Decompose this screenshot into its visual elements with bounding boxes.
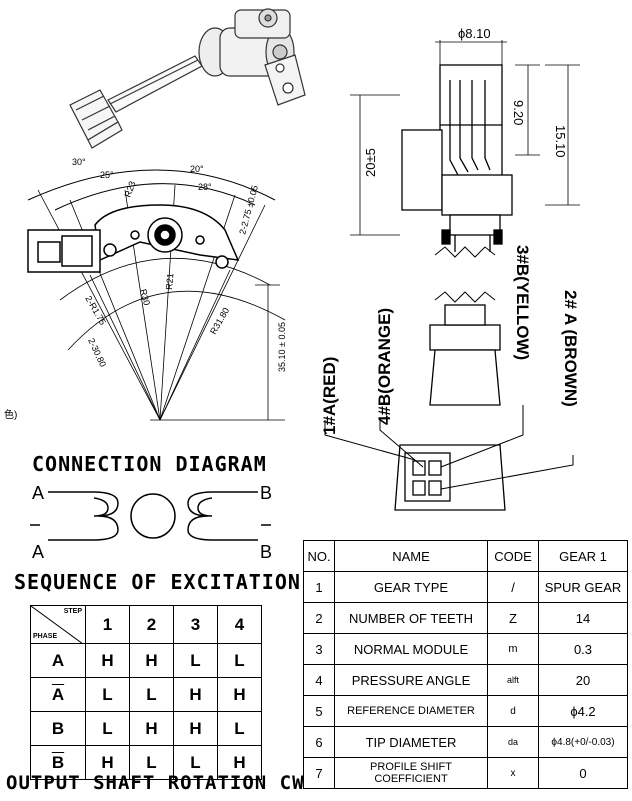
spec-value: ϕ4.2 [538, 695, 628, 727]
coil-label-b-bottom: B [260, 542, 272, 562]
coil-label-a-top: A [32, 483, 44, 503]
col-header-name: NAME [334, 540, 488, 572]
phase-label-bar: B [30, 745, 86, 780]
dim-2-30-80: 2-30.80 [86, 337, 108, 369]
spec-code: da [487, 726, 539, 758]
dim-angle-30: 30° [72, 157, 86, 167]
seq-cell: H [173, 677, 218, 712]
spec-name: TIP DIAMETER [334, 726, 488, 758]
spec-code: alft [487, 664, 539, 696]
spec-value: 14 [538, 602, 628, 634]
spec-value: 20 [538, 664, 628, 696]
dim-angle-20: 20° [190, 164, 204, 174]
seq-cell: H [129, 711, 174, 746]
spec-code: d [487, 695, 539, 727]
seq-cell: H [217, 745, 262, 780]
spec-no: 3 [303, 633, 335, 665]
spec-name: REFERENCE DIAMETER [334, 695, 488, 727]
step-header: 4 [217, 605, 262, 644]
dim-angle-28: 28° [198, 182, 212, 192]
spec-no: 2 [303, 602, 335, 634]
seq-cell: L [173, 643, 218, 678]
phase-label-bar: A [30, 677, 86, 712]
coil-label-b-top: B [260, 483, 272, 503]
dim-r2-175: 2-R1.75 [83, 294, 108, 327]
front-dimension-drawing: 30° 25° 20° 28° R23 2-2.75 ±0.05 2-R1.75… [4, 157, 287, 421]
phase-label: A [30, 643, 86, 678]
side-view-drawing: ϕ8.10 9.20 15.10 20±5 [350, 26, 580, 252]
seq-cell: L [129, 677, 174, 712]
excitation-sequence-table: STEP PHASE 1 2 3 4 A H H L L A L L H H B… [30, 605, 262, 780]
gear-spec-table: NO. NAME CODE GEAR 1 1 GEAR TYPE / SPUR … [303, 540, 628, 789]
col-header-gear1: GEAR 1 [538, 540, 628, 572]
seq-corner-cell: STEP PHASE [30, 605, 86, 644]
dim-diameter: ϕ8.10 [458, 26, 491, 41]
spec-value: ϕ4.8(+0/-0.03) [538, 726, 628, 758]
wire-label-4b-orange: 4#B(ORANGE) [375, 308, 394, 425]
seq-cell: H [129, 643, 174, 678]
seq-cell: L [217, 711, 262, 746]
dim-20-5: 20±5 [363, 148, 378, 177]
dim-9-20: 9.20 [511, 100, 526, 125]
connection-title: CONNECTION DIAGRAM [32, 452, 267, 476]
spec-no: 4 [303, 664, 335, 696]
seq-cell: L [173, 745, 218, 780]
dim-angle-25: 25° [100, 170, 114, 180]
phase-label: B [30, 711, 86, 746]
spec-name: PROFILE SHIFT COEFFICIENT [334, 757, 488, 789]
step-header: 3 [173, 605, 218, 644]
seq-cell: L [85, 677, 130, 712]
seq-cell: H [217, 677, 262, 712]
seq-cell: H [85, 643, 130, 678]
spec-value: 0.3 [538, 633, 628, 665]
phase-label: B [51, 752, 65, 772]
seq-cell: L [85, 711, 130, 746]
wire-label-2a-brown: 2# A (BROWN) [561, 290, 580, 407]
spec-name: NUMBER OF TEETH [334, 602, 488, 634]
seq-cell: H [173, 711, 218, 746]
dim-r23: R23 [122, 180, 137, 199]
seq-cell: L [217, 643, 262, 678]
spec-no: 6 [303, 726, 335, 758]
spec-name: GEAR TYPE [334, 571, 488, 603]
spec-name: PRESSURE ANGLE [334, 664, 488, 696]
col-header-no: NO. [303, 540, 335, 572]
product-3d-view [69, 8, 306, 149]
col-header-code: CODE [487, 540, 539, 572]
step-header: 2 [129, 605, 174, 644]
spec-no: 5 [303, 695, 335, 727]
seq-cell: H [85, 745, 130, 780]
wire-connector-drawing: 1#A(RED) 4#B(ORANGE) 3#B(YELLOW) 2# A (B… [320, 245, 580, 511]
spec-code: m [487, 633, 539, 665]
rotation-footer: OUTPUT SHAFT ROTATION CW [6, 772, 305, 794]
dim-r30: R30 [138, 288, 152, 307]
dim-r21: R21 [164, 273, 175, 290]
sequence-title: SEQUENCE OF EXCITATION [14, 570, 301, 594]
side-note: 色) [4, 408, 17, 421]
spec-code: / [487, 571, 539, 603]
corner-phase-label: PHASE [33, 633, 58, 640]
phase-label: A [51, 684, 65, 704]
dim-35-10: 35.10 ± 0.05 [277, 322, 287, 372]
spec-value: 0 [538, 757, 628, 789]
spec-name: NORMAL MODULE [334, 633, 488, 665]
dim-15-10: 15.10 [553, 125, 568, 158]
spec-no: 1 [303, 571, 335, 603]
corner-diagonal [31, 606, 83, 644]
spec-value: SPUR GEAR [538, 571, 628, 603]
step-header: 1 [85, 605, 130, 644]
wire-label-3b-yellow: 3#B(YELLOW) [513, 245, 532, 360]
corner-step-label: STEP [63, 608, 82, 615]
dim-r2-275: 2-2.75 ±0.05 [237, 184, 260, 235]
connection-diagram: A A B B [30, 483, 272, 562]
spec-code: Z [487, 602, 539, 634]
wire-label-1a-red: 1#A(RED) [320, 357, 339, 435]
coil-label-a-bottom: A [32, 542, 44, 562]
spec-code: x [487, 757, 539, 789]
spec-no: 7 [303, 757, 335, 789]
